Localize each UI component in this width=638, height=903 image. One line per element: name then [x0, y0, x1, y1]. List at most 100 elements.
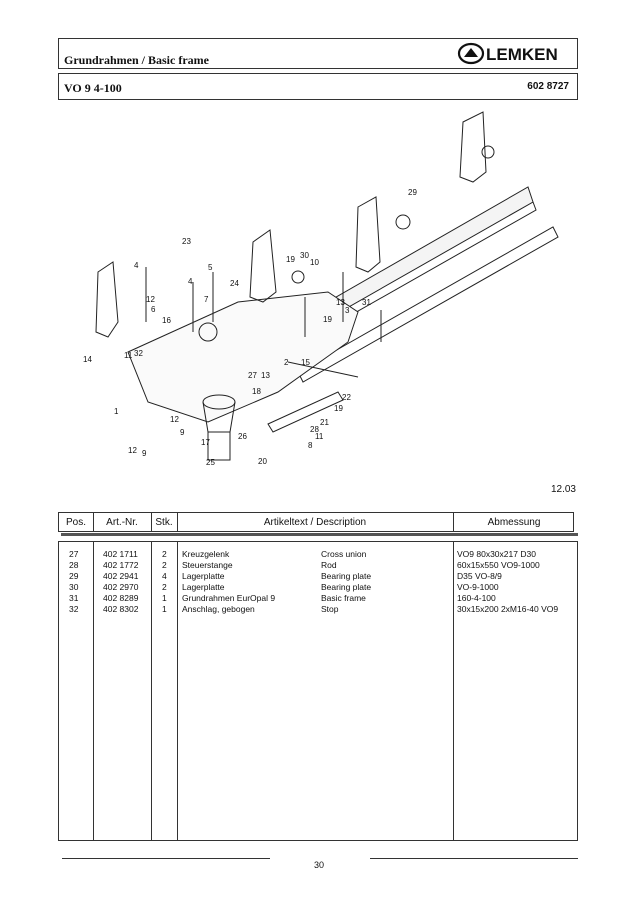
callout-label: 22 — [342, 393, 351, 402]
col-header-qty: Stk. — [155, 517, 173, 528]
parts-table-body: 27 402 1711 2 Kreuzgelenk Cross union VO… — [58, 541, 578, 841]
cell-de: Lagerplatte — [182, 571, 225, 581]
callout-label: 8 — [308, 441, 313, 450]
callout-label: 4 — [134, 261, 139, 270]
cell-qty: 2 — [162, 549, 167, 559]
cell-qty: 2 — [162, 560, 167, 570]
col-header-art: Art.-Nr. — [106, 517, 138, 528]
cell-dim: 60x15x550 VO9-1000 — [457, 560, 540, 570]
callout-label: 3 — [345, 306, 350, 315]
cell-de: Anschlag, gebogen — [182, 604, 255, 614]
cell-pos: 28 — [69, 560, 79, 570]
callout-label: 28 — [310, 425, 319, 434]
callout-label: 11 — [315, 432, 324, 441]
callout-label: 13 — [261, 371, 270, 380]
cell-de: Grundrahmen EurOpal 9 — [182, 593, 276, 603]
document-number: 602 8727 — [527, 81, 569, 92]
callout-label: 9 — [142, 449, 147, 458]
callout-label: 12 — [146, 295, 155, 304]
table-row: 30 402 2970 2 Lagerplatte Bearing plate … — [59, 582, 577, 593]
model-name: VO 9 4-100 — [64, 81, 122, 95]
callout-label: 11 — [124, 351, 133, 360]
footer-rule-left — [62, 858, 270, 859]
cell-en: Cross union — [321, 549, 367, 559]
callout-label: 12 — [128, 446, 137, 455]
cell-art: 402 2941 — [103, 571, 139, 581]
callout-label: 30 — [300, 251, 309, 260]
callout-label: 9 — [180, 428, 185, 437]
callout-label: 29 — [408, 188, 417, 197]
cell-en: Bearing plate — [321, 582, 372, 592]
callout-label: 14 — [83, 355, 92, 364]
cell-qty: 2 — [162, 582, 167, 592]
cell-pos: 29 — [69, 571, 79, 581]
cell-pos: 31 — [69, 593, 79, 603]
table-row: 27 402 1711 2 Kreuzgelenk Cross union VO… — [59, 549, 577, 560]
cell-de: Steuerstange — [182, 560, 233, 570]
cell-en: Bearing plate — [321, 571, 372, 581]
callout-label: 20 — [258, 457, 267, 466]
cell-qty: 4 — [162, 571, 167, 581]
cell-dim: D35 VO-8/9 — [457, 571, 502, 581]
callout-label: 31 — [362, 298, 371, 307]
cell-qty: 1 — [162, 604, 167, 614]
callout-label: 10 — [310, 258, 319, 267]
diagram-callouts: 29 23 30 19 10 4 5 4 24 7 12 6 16 13 31 … — [83, 188, 417, 467]
callout-label: 32 — [134, 349, 143, 358]
cell-art: 402 1711 — [103, 549, 138, 559]
header-title-box: Grundrahmen / Basic frame LEMKEN — [58, 38, 578, 69]
cell-pos: 27 — [69, 549, 79, 559]
col-header-description: Artikeltext / Description — [263, 517, 367, 528]
callout-label: 15 — [301, 358, 310, 367]
page-number: 30 — [313, 860, 324, 870]
callout-label: 13 — [336, 298, 345, 307]
cell-en: Rod — [321, 560, 337, 570]
callout-label: 4 — [188, 277, 193, 286]
cell-art: 402 8302 — [103, 604, 139, 614]
revision-date: 12.03 — [550, 484, 576, 495]
table-row: 29 402 2941 4 Lagerplatte Bearing plate … — [59, 571, 577, 582]
cell-en: Stop — [321, 604, 339, 614]
table-row: 31 402 8289 1 Grundrahmen EurOpal 9 Basi… — [59, 593, 577, 604]
header-model-box: VO 9 4-100 602 8727 — [58, 73, 578, 100]
lemken-logo: LEMKEN — [457, 42, 558, 65]
col-header-dimension: Abmessung — [487, 517, 541, 528]
brand-wordmark: LEMKEN — [486, 45, 558, 64]
cell-en: Basic frame — [321, 593, 366, 603]
cell-dim: VO9 80x30x217 D30 — [457, 549, 536, 559]
table-row: 32 402 8302 1 Anschlag, gebogen Stop 30x… — [59, 604, 577, 615]
cell-dim: 160-4-100 — [457, 593, 496, 603]
cell-de: Lagerplatte — [182, 582, 225, 592]
parts-diagram: 29 23 30 19 10 4 5 4 24 7 12 6 16 13 31 … — [83, 111, 559, 467]
section-title: Grundrahmen / Basic frame — [64, 53, 209, 67]
footer-rule-right — [370, 858, 578, 859]
callout-label: 18 — [252, 387, 261, 396]
callout-label: 17 — [201, 438, 210, 447]
callout-label: 5 — [208, 263, 213, 272]
cell-pos: 30 — [69, 582, 79, 592]
callout-label: 2 — [284, 358, 289, 367]
callout-label: 23 — [182, 237, 191, 246]
cell-pos: 32 — [69, 604, 79, 614]
col-header-pos: Pos. — [65, 517, 86, 528]
cell-de: Kreuzgelenk — [182, 549, 230, 559]
callout-label: 6 — [151, 305, 156, 314]
cell-art: 402 8289 — [103, 593, 139, 603]
callout-label: 16 — [162, 316, 171, 325]
callout-label: 26 — [238, 432, 247, 441]
callout-label: 24 — [230, 279, 239, 288]
callout-label: 19 — [334, 404, 343, 413]
cell-dim: VO-9-1000 — [457, 582, 499, 592]
callout-label: 19 — [323, 315, 332, 324]
callout-label: 19 — [286, 255, 295, 264]
parts-table-header: Pos. Art.-Nr. Stk. Artikeltext / Descrip… — [58, 512, 578, 536]
callout-label: 7 — [204, 295, 209, 304]
cell-art: 402 1772 — [103, 560, 139, 570]
cell-art: 402 2970 — [103, 582, 139, 592]
table-row: 28 402 1772 2 Steuerstange Rod 60x15x550… — [59, 560, 577, 571]
cell-qty: 1 — [162, 593, 167, 603]
cell-dim: 30x15x200 2xM16-40 VO9 — [457, 604, 559, 614]
callout-label: 21 — [320, 418, 329, 427]
callout-label: 25 — [206, 458, 215, 467]
callout-label: 27 — [248, 371, 257, 380]
